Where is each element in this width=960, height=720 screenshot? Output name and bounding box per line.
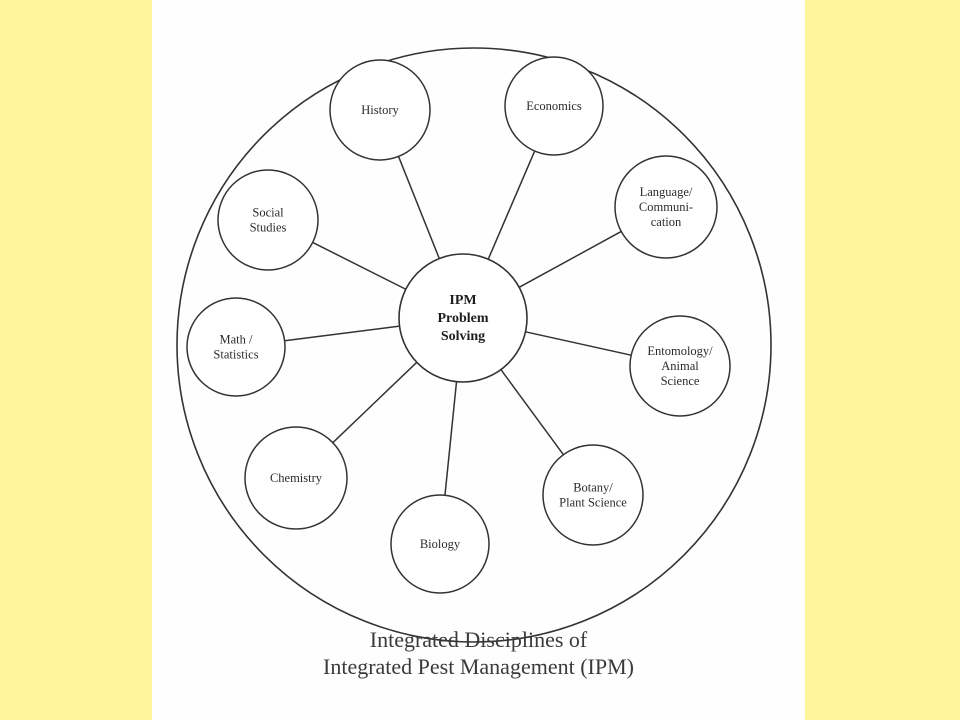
node-biology-circle — [390, 494, 490, 594]
node-economics-circle — [504, 56, 604, 156]
node-botany-line-1: Botany/ — [573, 481, 613, 495]
node-biology: Biology — [390, 494, 490, 594]
node-language-line-2: Communi- — [639, 200, 693, 214]
spoke-biology — [444, 381, 458, 496]
node-biology-line-1: Biology — [420, 537, 461, 551]
node-math-line-1: Math / — [220, 333, 254, 347]
spoke-botany — [500, 369, 565, 456]
hub-line-2: Problem — [437, 311, 488, 326]
node-chemistry-line-1: Chemistry — [270, 471, 323, 485]
node-language: Language/Communi-cation — [614, 155, 718, 259]
node-history-circle — [329, 59, 431, 161]
node-math: Math /Statistics — [186, 297, 286, 397]
node-entomology-circle — [629, 315, 731, 417]
node-entomology-line-1: Entomology/ — [647, 344, 713, 358]
hub-line-1: IPM — [449, 293, 476, 308]
node-entomology-line-2: Animal — [661, 359, 699, 373]
node-social-line-1: Social — [252, 206, 284, 220]
caption-line-2: Integrated Pest Management (IPM) — [323, 654, 634, 679]
node-math-line-2: Statistics — [213, 348, 258, 362]
spoke-math — [284, 325, 400, 342]
spoke-history — [397, 156, 440, 259]
spoke-language — [518, 230, 622, 288]
hub-circle — [398, 253, 528, 383]
caption-line-1: Integrated Disciplines of — [369, 627, 588, 652]
node-language-line-3: cation — [651, 215, 682, 229]
node-botany: Botany/Plant Science — [542, 444, 644, 546]
node-history: History — [329, 59, 431, 161]
node-chemistry-circle — [244, 426, 348, 530]
node-social-circle — [217, 169, 319, 271]
spoke-economics — [487, 150, 536, 260]
node-language-circle — [614, 155, 718, 259]
node-language-line-1: Language/ — [640, 185, 693, 199]
node-history-line-1: History — [361, 103, 399, 117]
hub-line-3: Solving — [441, 329, 485, 344]
node-math-circle — [186, 297, 286, 397]
node-economics: Economics — [504, 56, 604, 156]
node-botany-line-2: Plant Science — [559, 496, 627, 510]
node-economics-line-1: Economics — [526, 99, 582, 113]
node-entomology-line-3: Science — [661, 374, 700, 388]
node-social-line-2: Studies — [250, 221, 287, 235]
spoke-entomology — [525, 331, 632, 356]
discipline-nodes: History EconomicsLanguage/Communi-cationE… — [186, 56, 731, 594]
spoke-chemistry — [332, 361, 418, 444]
outer-circle — [176, 47, 772, 643]
node-botany-circle — [542, 444, 644, 546]
caption: Integrated Disciplines of Integrated Pes… — [152, 626, 805, 680]
spokes — [284, 150, 632, 496]
node-chemistry: Chemistry — [244, 426, 348, 530]
spoke-social — [312, 241, 407, 290]
